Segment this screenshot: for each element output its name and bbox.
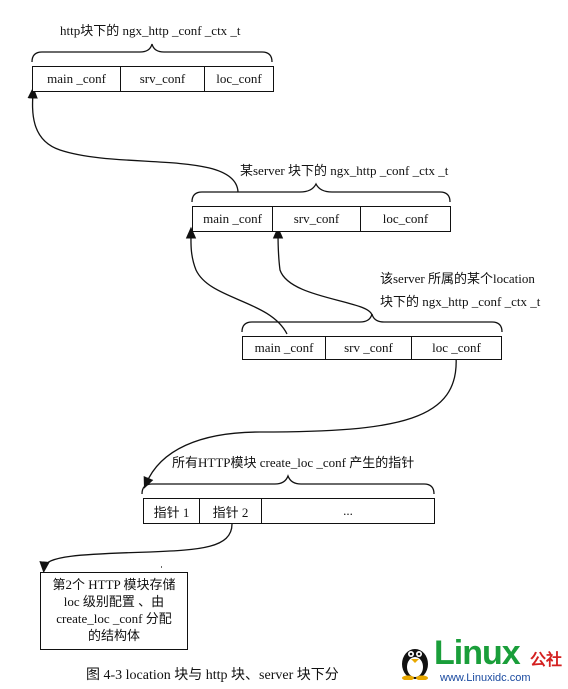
http-loc-conf: loc_conf xyxy=(216,71,262,86)
pointer-brace xyxy=(141,474,435,495)
watermark-url: www.Linuxidc.com xyxy=(440,672,531,684)
location-brace xyxy=(241,313,503,333)
watermark-brand: Linux xyxy=(434,634,521,672)
arrow-location-loc-to-pointers xyxy=(143,355,457,489)
location-loc-conf: loc _conf xyxy=(432,340,481,355)
server-main-conf: main _conf xyxy=(193,207,273,231)
server-block-label: 某server 块下的 ngx_http _conf _ctx _t xyxy=(240,163,449,178)
location-srv-conf: srv _conf xyxy=(326,337,412,359)
http-block-label: http块下的 ngx_http _conf _ctx _t xyxy=(60,23,241,38)
location-ctx-box: main _conf srv _conf loc _conf xyxy=(242,336,502,360)
note-line-3: create_loc _conf 分配 xyxy=(56,611,172,626)
location-main-conf: main _conf xyxy=(243,337,326,359)
pointer-2: 指针 2 xyxy=(200,499,262,523)
pointer-ellipsis: ... xyxy=(343,503,353,518)
location-block-label-line2: 块下的 ngx_http _conf _ctx _t xyxy=(380,294,541,309)
figure-caption: 图 4-3 location 块与 http 块、server 块下分 xyxy=(86,668,339,683)
arrow-location-srv-to-server-srv xyxy=(272,226,373,317)
server-brace xyxy=(191,182,451,203)
server-srv-conf: srv_conf xyxy=(273,207,361,231)
note-line-2: loc 级别配置 、由 xyxy=(63,594,165,609)
http-main-conf: main _conf xyxy=(33,67,121,91)
watermark-penguin-icon xyxy=(398,640,432,681)
server-ctx-box: main _conf srv_conf loc_conf xyxy=(192,206,451,232)
note-line-1: 第2个 HTTP 模块存储 xyxy=(52,577,176,592)
location-block-label-line1: 该server 所属的某个location xyxy=(380,271,535,286)
arrow-server-main-to-http-main xyxy=(27,86,239,193)
server-loc-conf: loc_conf xyxy=(382,211,429,226)
http-ctx-box: main _conf srv_conf loc_conf xyxy=(32,66,274,92)
http-brace xyxy=(31,43,273,63)
watermark-suffix: 公社 xyxy=(530,652,563,669)
http-srv-conf: srv_conf xyxy=(121,67,205,91)
pointer-array-box: 指针 1 指针 2 ... xyxy=(143,498,435,524)
pointer-1: 指针 1 xyxy=(144,499,200,523)
loc-conf-struct-note: 第2个 HTTP 模块存储 loc 级别配置 、由 create_loc _co… xyxy=(40,572,188,650)
pointer-label: 所有HTTP模块 create_loc _conf 产生的指针 xyxy=(172,455,415,470)
arrow-location-main-to-server-main xyxy=(185,226,288,335)
note-line-4: 的结构体 xyxy=(87,628,140,643)
arrow-pointer2-to-note xyxy=(39,523,233,574)
